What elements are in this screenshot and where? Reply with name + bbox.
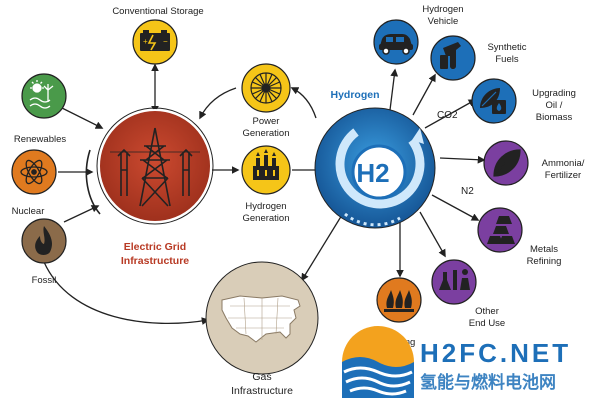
- nuclear-node: Nuclear: [11, 149, 57, 217]
- us-map-icon: [221, 295, 301, 343]
- n2-label: N2: [461, 186, 474, 197]
- upgrading-label-line1: Upgrading: [532, 88, 576, 99]
- leaf-icon: [493, 149, 521, 177]
- power-generation-label-line2: Generation: [242, 128, 289, 139]
- gas-infrastructure-node: Gas Infrastructure: [205, 261, 319, 397]
- watermark-subtitle: 氢能与燃料电池网: [420, 372, 556, 392]
- other-label-line2: End Use: [469, 318, 505, 329]
- grid-label-line1: Electric Grid: [124, 241, 186, 253]
- hydrogen-vehicle-label-line2: Vehicle: [428, 16, 459, 27]
- power-generation-node: Power Generation: [241, 63, 291, 139]
- hydrogen-generation-label-line2: Generation: [242, 213, 289, 224]
- upgrading-label-line2: Oil /: [546, 100, 563, 111]
- ammonia-label-line2: Fertilizer: [545, 170, 581, 181]
- hydrogen-generation-node: Hydrogen Generation: [241, 145, 291, 224]
- conventional-storage-label: Conventional Storage: [112, 6, 203, 17]
- metals-label-line1: Metals: [530, 244, 558, 255]
- upgrading-node: Upgrading Oil / Biomass: [471, 78, 576, 124]
- upgrading-label-line3: Biomass: [536, 112, 573, 123]
- metals-label-line2: Refining: [527, 256, 562, 267]
- renewables-node: Renewables: [14, 73, 67, 145]
- fuel-pump-icon: [440, 42, 461, 69]
- connector-arrows: [43, 63, 486, 325]
- electrolyzer-icon: [253, 149, 279, 180]
- nuclear-label: Nuclear: [12, 206, 45, 217]
- synthetic-fuels-label-line1: Synthetic: [487, 42, 526, 53]
- atom-icon: [20, 159, 48, 185]
- gas-label-line2: Infrastructure: [231, 385, 293, 397]
- hydrogen-vehicle-label-line1: Hydrogen: [422, 4, 463, 15]
- other-end-use-node: Other End Use: [431, 259, 505, 329]
- watermark-logo-text: H2FC.NET: [420, 338, 571, 368]
- wind-solar-icon: [29, 80, 54, 109]
- watermark: H2FC.NET 氢能与燃料电池网: [342, 326, 571, 398]
- hydrogen-label: Hydrogen: [330, 89, 379, 101]
- svg-text:−: −: [163, 37, 168, 46]
- h2-symbol: H2: [356, 158, 389, 188]
- oil-barrel-leaf-icon: [480, 88, 506, 114]
- hydrogen-generation-label-line1: Hydrogen: [245, 201, 286, 212]
- h2fc-logo-icon: [342, 326, 414, 398]
- hydrogen-vehicle-node: Hydrogen Vehicle: [373, 4, 464, 65]
- co2-label: CO2: [437, 110, 458, 121]
- ammonia-fertilizer-node: Ammonia/ Fertilizer: [483, 140, 585, 186]
- grid-label-line2: Infrastructure: [121, 255, 189, 267]
- turbine-icon: [250, 72, 282, 104]
- burner-flame-icon: [384, 290, 414, 312]
- battery-icon: + −: [140, 30, 170, 51]
- conventional-storage-node: Conventional Storage + −: [112, 6, 204, 65]
- power-generation-label-line1: Power: [253, 116, 280, 127]
- synthetic-fuels-node: Synthetic Fuels: [430, 35, 527, 81]
- renewables-label: Renewables: [14, 134, 67, 145]
- fossil-node: Fossil: [21, 218, 67, 286]
- ammonia-label-line1: Ammonia/: [542, 158, 585, 169]
- power-tower-icon: [110, 127, 200, 207]
- electric-grid-node: Electric Grid Infrastructure: [96, 107, 214, 267]
- other-label-line1: Other: [475, 306, 499, 317]
- svg-text:+: +: [143, 37, 148, 46]
- flame-icon: [35, 226, 52, 255]
- synthetic-fuels-label-line2: Fuels: [495, 54, 518, 65]
- car-icon: [379, 34, 413, 55]
- lab-flasks-icon: [439, 269, 470, 290]
- gas-label-line1: Gas: [252, 371, 271, 383]
- metal-ingots-icon: [487, 216, 515, 244]
- fossil-label: Fossil: [32, 275, 57, 286]
- hydrogen-hub-node: Hydrogen H2: [314, 89, 436, 229]
- metals-refining-node: Metals Refining: [477, 207, 562, 267]
